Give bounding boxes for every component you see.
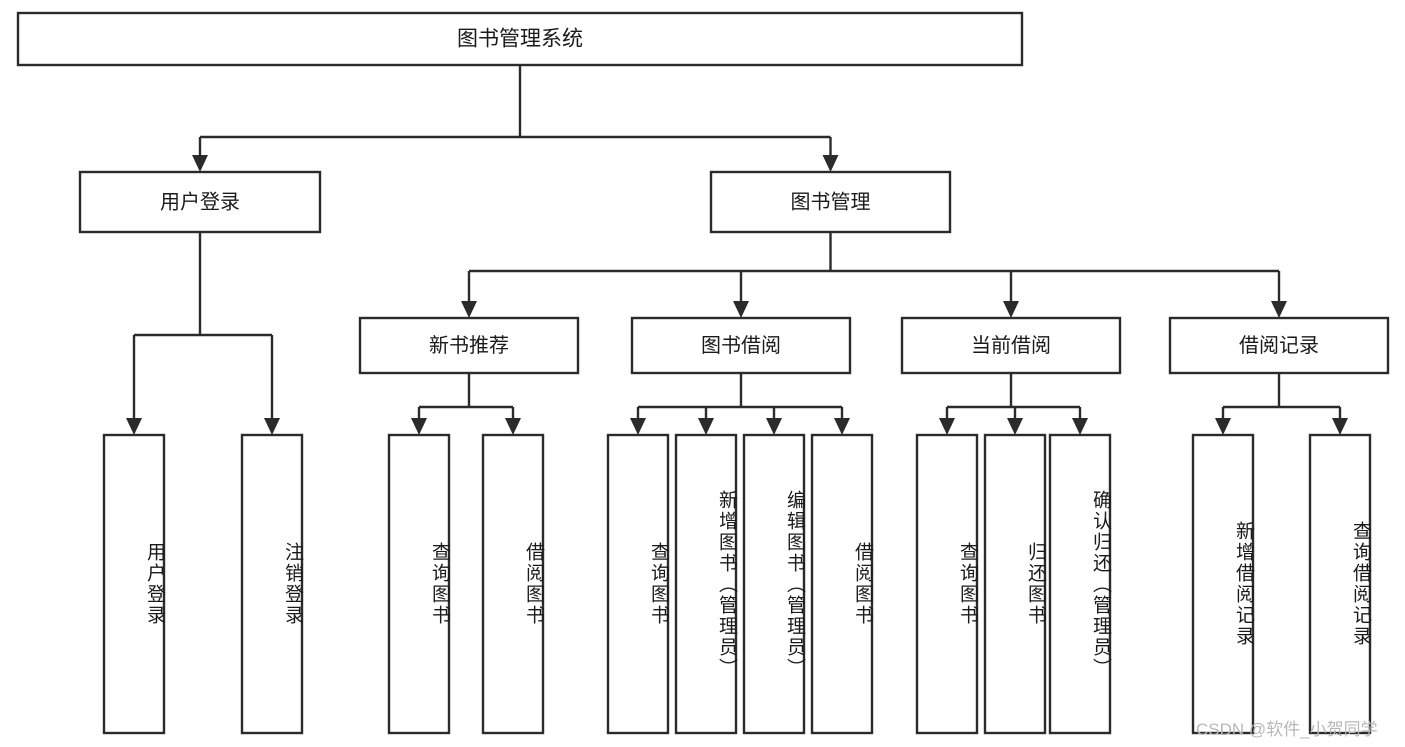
arrow-head-icon <box>1215 418 1231 435</box>
arrow-head-icon <box>733 301 749 318</box>
arrow-head-icon <box>461 301 477 318</box>
arrow-head-icon <box>1072 418 1088 435</box>
arrow-head-icon <box>1271 301 1287 318</box>
node-box-current-borrow[interactable] <box>900 316 1122 375</box>
arrow-head-icon <box>939 418 955 435</box>
node-label-user-login: 用户登录 <box>160 190 240 213</box>
node-box-book-manage[interactable] <box>709 170 952 234</box>
node-label-borrow-record: 借阅记录 <box>1239 334 1319 357</box>
arrow-head-icon <box>1007 418 1023 435</box>
node-box-new-book-rec[interactable] <box>358 316 580 375</box>
node-root-label: 图书管理系统 <box>457 28 583 51</box>
arrow-head-icon <box>192 155 208 172</box>
node-box-user-login[interactable] <box>78 170 322 234</box>
node-box-leaf-query-book-1[interactable] <box>387 433 451 735</box>
node-box-leaf-confirm-return[interactable] <box>1048 433 1112 735</box>
node-box-leaf-query-record[interactable] <box>1308 433 1372 735</box>
node-label-current-borrow: 当前借阅 <box>971 334 1051 357</box>
node-box-leaf-logout[interactable] <box>240 433 304 735</box>
node-label-book-borrow: 图书借阅 <box>701 334 781 357</box>
arrow-head-icon <box>411 418 427 435</box>
node-box-leaf-query-book-3[interactable] <box>915 433 979 735</box>
arrow-head-icon <box>834 418 850 435</box>
node-box-leaf-query-book-2[interactable] <box>606 433 670 735</box>
connectors-layer <box>126 65 1348 435</box>
arrow-head-icon <box>630 418 646 435</box>
arrow-head-icon <box>766 418 782 435</box>
arrow-head-icon <box>1332 418 1348 435</box>
node-box-leaf-borrow-book-2[interactable] <box>810 433 874 735</box>
node-label-book-manage: 图书管理 <box>791 190 871 213</box>
boxes-layer <box>16 11 1390 735</box>
node-box-leaf-add-record[interactable] <box>1191 433 1255 735</box>
arrow-head-icon <box>822 155 839 172</box>
csdn-watermark: CSDN @软件_小贺同学 <box>1196 720 1378 739</box>
arrow-head-icon <box>505 418 521 435</box>
arrow-head-icon <box>698 418 714 435</box>
node-box-leaf-borrow-book-1[interactable] <box>481 433 545 735</box>
arrow-head-icon <box>264 418 280 435</box>
node-box-borrow-record[interactable] <box>1168 316 1390 375</box>
arrow-head-icon <box>126 418 142 435</box>
node-box-book-borrow[interactable] <box>630 316 852 375</box>
node-box-leaf-add-book[interactable] <box>674 433 738 735</box>
arrow-head-icon <box>1003 301 1019 318</box>
node-box-leaf-edit-book[interactable] <box>742 433 806 735</box>
node-root-box[interactable] <box>16 11 1024 67</box>
node-box-leaf-user-login[interactable] <box>102 433 166 735</box>
node-box-leaf-return-book[interactable] <box>983 433 1047 735</box>
node-label-new-book-rec: 新书推荐 <box>429 334 509 357</box>
